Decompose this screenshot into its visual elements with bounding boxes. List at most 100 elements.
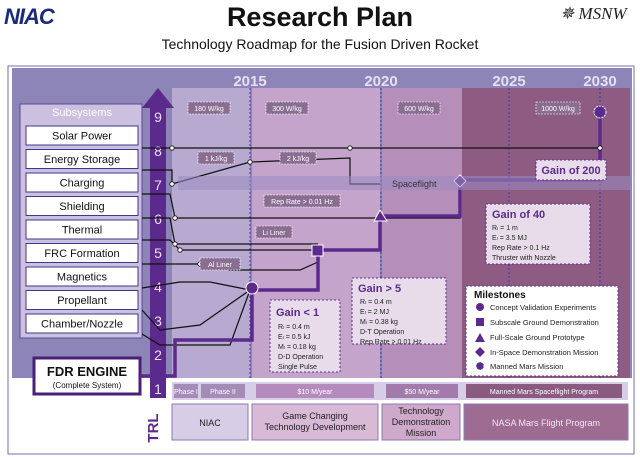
subsystem-label: Thermal: [62, 225, 102, 237]
subsystem-box: [25, 243, 139, 263]
spaceflight-label: Spaceflight: [392, 179, 437, 189]
milestone-concept-validation: [245, 281, 259, 295]
phase-label: Phase II: [210, 389, 236, 396]
gain-detail-line: Eₗ = 0.5 kJ: [278, 334, 310, 341]
gain-detail-line: D-D Operation: [278, 354, 323, 361]
gain-detail-line: Rₗ = 0.4 m: [360, 299, 392, 306]
tag-text: 2 kJ/kg: [287, 156, 309, 163]
gain-gt5-title: Gain > 5: [358, 283, 401, 295]
msnw-star-icon: ✵: [560, 4, 575, 23]
legend-triangle-icon: [475, 333, 485, 342]
milestone-label: Concept Validation Experiments: [490, 303, 596, 312]
program-box-tech-demo: [381, 403, 461, 441]
trl-level-label: 6: [154, 211, 162, 227]
trl-level-label: 5: [154, 245, 162, 261]
gain-lt1-title: Gain < 1: [276, 307, 319, 319]
tag-rep-rate: [263, 194, 341, 208]
subsystem-label: Chamber/Nozzle: [41, 319, 123, 331]
phase-cell: [174, 384, 198, 398]
spaceflight-band: [178, 176, 630, 190]
msnw-logo: ✵ MSNW: [560, 4, 627, 24]
subsystem-box: [25, 149, 139, 169]
trl-level-label: 8: [154, 143, 162, 159]
program-box-mars: [463, 403, 629, 441]
trl-level-label: 3: [154, 313, 162, 329]
subsystem-label: Charging: [60, 178, 105, 190]
subsystem-label: Energy Storage: [44, 154, 120, 166]
subsystem-label: Solar Power: [52, 131, 112, 143]
engine-subtitle: (Complete System): [53, 381, 122, 390]
tag-600wkg: [397, 101, 441, 115]
phase-cell: [386, 384, 458, 398]
column-niac: [172, 88, 250, 378]
gain-40-title: Gain of 40: [492, 209, 545, 221]
milestone-manned-mars: [593, 105, 607, 119]
tag-text: Rep Rate > 0.01 Hz: [271, 199, 333, 206]
tag-text: 1000 W/kg: [541, 106, 575, 113]
subsystem-box: [25, 266, 139, 287]
gain-detail-line: Rep Rate > 0.1 Hz: [492, 245, 550, 252]
milestones-title: Milestones: [474, 290, 526, 301]
tag-300wkg: [265, 101, 309, 115]
milestones-legend: [465, 285, 619, 377]
milestone-label: Manned Mars Mission: [490, 362, 563, 371]
gain-detail-line: Thruster with Nozzle: [492, 255, 556, 262]
milestone-label: In-Space Demonstration Mission: [490, 348, 598, 357]
program-label-line: Technology: [398, 406, 444, 416]
trl-level-label: 4: [154, 279, 162, 295]
phase-cell: [256, 384, 374, 398]
legend-circle-icon: [476, 303, 484, 311]
gain-detail-line: Single Pulse: [278, 364, 317, 371]
program-label-line: Mission: [406, 428, 437, 438]
legend-diamond-icon: [475, 347, 485, 357]
phase-label: $10 M/year: [297, 389, 333, 396]
tag-2kjkg: [279, 151, 317, 165]
trl-level-label: 7: [154, 177, 162, 193]
tag-text: Li Liner: [263, 230, 287, 237]
program-label-line: Technology Development: [264, 422, 366, 432]
tag-text: 1 kJ/kg: [205, 156, 227, 163]
tag-li-liner: [255, 225, 293, 239]
tag-text: 600 W/kg: [404, 106, 434, 113]
trl-level-label: 1: [154, 381, 162, 397]
milestone-label: Subscale Ground Demonstration: [490, 318, 599, 327]
program-label: NASA Mars Flight Program: [492, 418, 600, 428]
niac-logo: NIAC: [4, 4, 55, 29]
phase-label: Manned Mars Spaceflight Program: [490, 389, 598, 396]
gain-detail-line: D-T Operation: [360, 329, 404, 336]
gain-40-box: [485, 203, 591, 265]
subsystems-heading: Subsystems: [52, 107, 112, 119]
msnw-logo-text: MSNW: [578, 4, 627, 23]
subsystem-box: [25, 172, 139, 193]
phase-cell: [201, 384, 245, 398]
gain-200-title: Gain of 200: [541, 165, 600, 177]
phase-label: Phase I: [174, 389, 198, 396]
program-label-line: Demonstration: [392, 417, 451, 427]
subsystem-box: [25, 290, 139, 310]
page-subtitle: Technology Roadmap for the Fusion Driven…: [161, 36, 479, 52]
phase-cell: [466, 384, 622, 398]
trl-axis-arrow-icon: [142, 88, 174, 108]
tag-text: 300 W/kg: [272, 106, 302, 113]
year-label: 2025: [492, 73, 525, 90]
gain-detail-line: Rep Rate > 0.01 Hz: [360, 339, 422, 346]
trl-level-label: 9: [154, 109, 162, 125]
gain-detail-line: Eₗ = 3.5 MJ: [492, 235, 527, 242]
page-title: Research Plan: [226, 2, 414, 32]
year-label: 2015: [233, 73, 266, 90]
milestone-full-scale-prototype: [373, 209, 388, 222]
trl-axis-bar: [150, 106, 166, 398]
phase-label: $50 M/year: [404, 389, 440, 396]
year-label: 2030: [583, 73, 616, 90]
milestone-label: Full-Scale Ground Prototype: [490, 333, 585, 342]
tag-text: 180 W/kg: [194, 106, 224, 113]
program-label-line: Game Changing: [282, 411, 348, 421]
trl-level-label: 2: [154, 347, 162, 363]
gain-detail-line: Mₗ = 0.18 kg: [278, 344, 316, 351]
subsystem-box: [25, 196, 139, 216]
legend-dashed-circle-icon: [475, 361, 485, 371]
gain-detail-line: Rₗ = 1 m: [492, 225, 518, 232]
gain-detail-line: Eₗ = 2 MJ: [360, 309, 389, 316]
subsystem-box: [25, 125, 139, 146]
